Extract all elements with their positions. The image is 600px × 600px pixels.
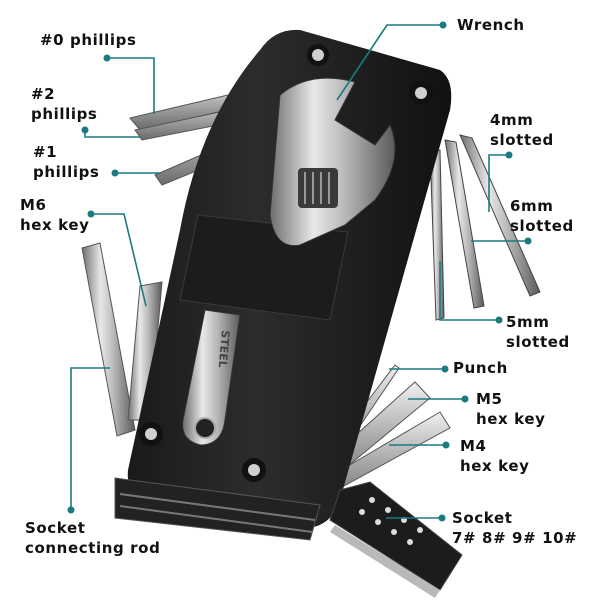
label-socket-connecting-rod: Socket connecting rod bbox=[25, 518, 160, 558]
label-5mm-slotted: 5mm slotted bbox=[506, 312, 570, 352]
label-wrench: Wrench bbox=[457, 15, 525, 35]
label-text: Socket bbox=[25, 519, 86, 537]
socket-accessory bbox=[329, 481, 463, 598]
wrench-marking: STEEL bbox=[216, 330, 232, 368]
label-text: Wrench bbox=[457, 16, 525, 34]
label-text: 4mm bbox=[490, 111, 534, 129]
label-text: connecting rod bbox=[25, 539, 161, 557]
label-text: hex key bbox=[460, 457, 530, 475]
label-text: Punch bbox=[453, 359, 508, 377]
label-punch: Punch bbox=[453, 358, 508, 378]
slotted-screwdrivers bbox=[429, 134, 541, 321]
label-phillips-0: #0 phillips bbox=[40, 30, 136, 50]
label-text: Socket bbox=[452, 509, 513, 527]
callout-dots bbox=[67, 21, 532, 522]
label-text: phillips bbox=[33, 163, 100, 181]
label-text: 7# 8# 9# 10# bbox=[452, 529, 578, 547]
label-text: M4 bbox=[460, 437, 487, 455]
label-socket-sizes: Socket 7# 8# 9# 10# bbox=[452, 508, 577, 548]
left-hex-keys bbox=[81, 242, 163, 437]
label-m6-hex-key: M6 hex key bbox=[20, 195, 89, 235]
label-m5-hex-key: M5 hex key bbox=[476, 389, 545, 429]
label-phillips-2: #2 phillips bbox=[31, 84, 97, 124]
label-text: phillips bbox=[31, 105, 98, 123]
adjustable-wrench: STEEL bbox=[182, 77, 396, 446]
label-text: slotted bbox=[510, 217, 574, 235]
label-text: #1 bbox=[33, 143, 58, 161]
label-text: M6 bbox=[20, 196, 47, 214]
label-text: #2 bbox=[31, 85, 56, 103]
label-text: 5mm bbox=[506, 313, 550, 331]
callout-lines bbox=[70, 24, 528, 519]
label-6mm-slotted: 6mm slotted bbox=[510, 196, 574, 236]
label-text: hex key bbox=[476, 410, 546, 428]
label-4mm-slotted: 4mm slotted bbox=[490, 110, 554, 150]
label-text: hex key bbox=[20, 216, 90, 234]
label-phillips-1: #1 phillips bbox=[33, 142, 99, 182]
label-text: slotted bbox=[506, 333, 570, 351]
label-text: #0 phillips bbox=[40, 31, 137, 49]
label-m4-hex-key: M4 hex key bbox=[460, 436, 529, 476]
label-text: 6mm bbox=[510, 197, 554, 215]
label-text: M5 bbox=[476, 390, 503, 408]
label-text: slotted bbox=[490, 131, 554, 149]
